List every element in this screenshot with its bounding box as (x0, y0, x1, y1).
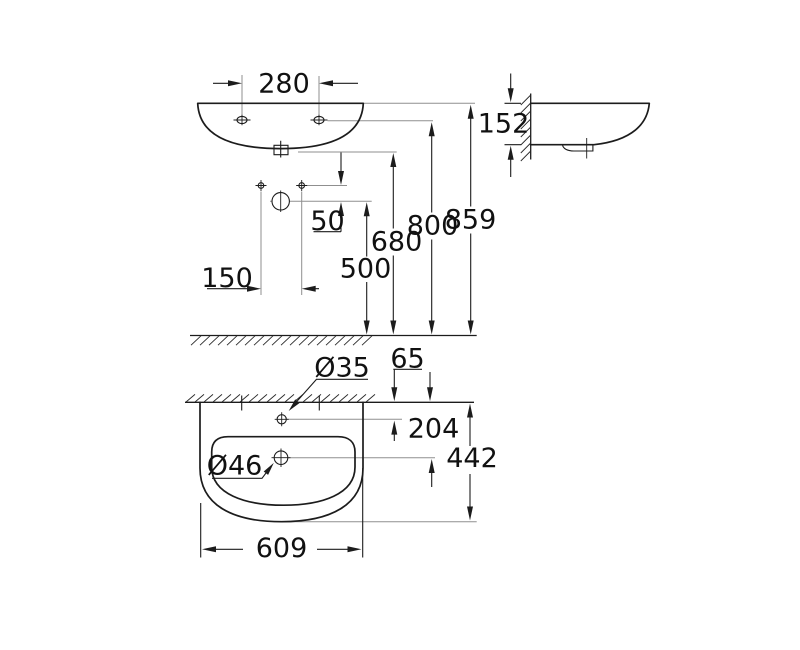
dim-680-label: 680 (371, 227, 423, 258)
dim-204-arrow-up (428, 459, 435, 473)
dim-dia35-arrowhead (288, 399, 300, 411)
ground-line (190, 334, 477, 346)
dim-65: 65 (390, 344, 425, 441)
dim-204-arrow-down (427, 387, 433, 402)
dim-609: 609 (200, 468, 364, 564)
plan-wall-hatching (185, 394, 376, 403)
dim-65-arrow-down (391, 387, 398, 402)
front-view: 280 50 150 500 680 (190, 69, 496, 346)
dim-dia46-label: Ø46 (207, 451, 263, 482)
faucet-hole-cross (274, 412, 289, 427)
plan-view: Ø35 Ø46 65 204 442 (185, 344, 498, 564)
plan-drain-hole (271, 448, 291, 467)
dim-150-label: 150 (201, 263, 253, 294)
front-faucet-hole-marks (255, 180, 308, 191)
dim-280-arrow-right (319, 80, 333, 87)
front-mounting-holes (233, 114, 328, 126)
side-drain-bump (561, 144, 594, 152)
dim-800-arrow-bottom (428, 320, 435, 335)
dim-859: 859 (445, 104, 497, 335)
dim-680-arrow-bottom (390, 320, 397, 335)
dim-204-lines (429, 372, 433, 487)
front-trap-circle (271, 190, 290, 212)
dim-609-arrow-left (202, 546, 216, 553)
dim-150: 150 (201, 263, 319, 294)
dim-152-arrow-up (507, 145, 514, 160)
dim-680-arrow-top (390, 153, 397, 167)
dim-dia46-arrowhead (263, 462, 274, 475)
dim-dia35: Ø35 (288, 353, 370, 411)
dim-150-arrow-right (301, 285, 316, 292)
plan-inner-basin (210, 435, 356, 507)
mounting-hole-crosses (233, 114, 328, 126)
dim-204: 204 (408, 372, 460, 487)
dim-152: 152 (478, 73, 530, 177)
dim-609-lines (200, 468, 364, 558)
dim-500: 500 (340, 202, 392, 335)
dim-680: 680 (371, 153, 423, 335)
dim-442-arrow-down (467, 506, 473, 521)
dim-152-arrow-down (507, 88, 514, 103)
dim-859-arrow-top (467, 104, 474, 119)
dim-500-arrow-bottom (363, 320, 370, 335)
side-view: 152 (478, 73, 651, 177)
side-basin-outline (529, 102, 651, 146)
dim-dia35-leader (294, 378, 368, 404)
dim-609-arrow-right (347, 546, 362, 553)
dim-204-label: 204 (408, 414, 460, 445)
dim-280: 280 (213, 69, 358, 100)
dim-dia46-leader (212, 470, 268, 479)
dim-50-arrow-up (338, 202, 344, 216)
plan-outer-outline (199, 401, 364, 523)
dim-442-label: 442 (446, 443, 498, 474)
dim-609-label: 609 (256, 533, 308, 564)
faucet-mark-crosses (255, 180, 308, 191)
dim-442-arrow-up (467, 403, 473, 418)
side-wall-hatching (520, 94, 532, 162)
dim-500-arrow-top (363, 202, 370, 217)
dim-859-label: 859 (445, 205, 497, 236)
plan-mounting-ticks (241, 395, 320, 411)
dim-800-arrow-top (428, 122, 435, 137)
dim-152-label: 152 (478, 109, 530, 140)
dim-800: 800 (407, 122, 459, 335)
dim-50: 50 (310, 152, 345, 237)
dim-dia35-label: Ø35 (314, 353, 370, 384)
plan-faucet-hole (274, 412, 289, 427)
dim-65-arrow-up (391, 420, 398, 435)
drain-hole-cross (271, 448, 291, 467)
dim-280-label: 280 (258, 69, 310, 100)
dim-50-arrow-down (338, 171, 344, 185)
dim-65-label: 65 (390, 344, 424, 375)
dim-50-label: 50 (310, 206, 344, 237)
dim-280-arrow-left (228, 80, 242, 87)
dim-859-arrow-bottom (467, 320, 474, 335)
reference-lines (241, 75, 477, 523)
dim-dia46: Ø46 (207, 451, 274, 482)
dim-442: 442 (446, 403, 498, 521)
dim-50-lines (313, 152, 342, 233)
front-drain-outlet (273, 140, 289, 158)
ground-hatching (190, 335, 373, 346)
dim-500-label: 500 (340, 254, 392, 285)
dim-152-lines (504, 73, 521, 177)
dim-800-label: 800 (407, 211, 459, 242)
dim-150-arrow-left (247, 285, 261, 292)
